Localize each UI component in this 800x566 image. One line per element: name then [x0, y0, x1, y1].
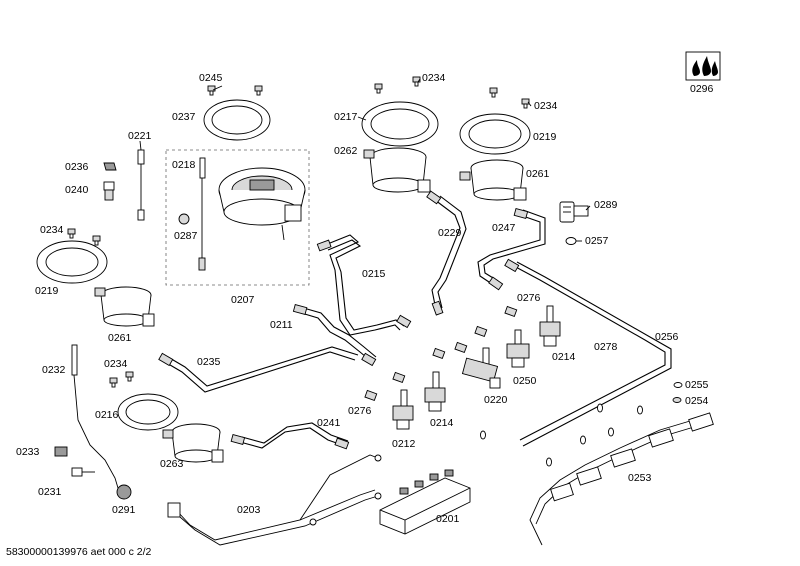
- label-0291: 0291: [112, 504, 136, 516]
- label-0229: 0229: [438, 227, 462, 239]
- screw-icon: [109, 377, 118, 388]
- label-0276: 0276: [348, 405, 372, 417]
- elbow-0289: [559, 201, 589, 223]
- gas-tap-0214-lower: [424, 371, 446, 412]
- label-0207: 0207: [231, 294, 255, 306]
- nut-0240: [103, 181, 115, 201]
- screw-icon: [521, 98, 530, 109]
- label-0232: 0232: [42, 364, 66, 376]
- flame-icon: [685, 51, 721, 81]
- screw-icon: [412, 76, 421, 87]
- pipe-0229: [431, 199, 461, 311]
- label-0234: 0234: [422, 72, 446, 84]
- label-0257: 0257: [585, 235, 609, 247]
- clip-0236: [103, 162, 117, 171]
- screw-icon: [67, 228, 76, 239]
- screw-icon: [125, 371, 134, 382]
- pipe-0235: [164, 351, 356, 393]
- gas-tap-0220: [461, 347, 501, 389]
- screw-icon: [92, 235, 101, 246]
- label-0233: 0233: [16, 446, 40, 458]
- label-0245: 0245: [199, 72, 223, 84]
- label-0236: 0236: [65, 161, 89, 173]
- label-0217: 0217: [334, 111, 358, 123]
- label-0215: 0215: [362, 268, 386, 280]
- label-0214: 0214: [430, 417, 454, 429]
- label-0240: 0240: [65, 184, 89, 196]
- gas-pipes: [164, 195, 672, 449]
- pipe-fittings: [158, 190, 529, 450]
- screw-icon: [489, 87, 498, 98]
- label-0218: 0218: [172, 159, 196, 171]
- label-0234: 0234: [104, 358, 128, 370]
- label-0237: 0237: [172, 111, 196, 123]
- part-labels: 0245 0234 0237 0217 0234 0234 0219 0221 …: [16, 72, 714, 525]
- label-0250: 0250: [513, 375, 537, 387]
- screws: [67, 76, 530, 388]
- gas-tap-0250: [506, 329, 530, 368]
- label-0234: 0234: [40, 224, 64, 236]
- label-0263: 0263: [160, 458, 184, 470]
- label-0221: 0221: [128, 130, 152, 142]
- label-0261: 0261: [526, 168, 550, 180]
- burner-0263: [162, 423, 224, 463]
- o-rings: [480, 382, 683, 467]
- wiring-0203: [167, 454, 382, 546]
- label-0247: 0247: [492, 222, 516, 234]
- label-0216: 0216: [95, 409, 119, 421]
- ignition-harness-0253: [529, 412, 714, 546]
- screw-icon: [254, 85, 263, 96]
- label-0255: 0255: [685, 379, 709, 391]
- burner-0262: [363, 147, 431, 193]
- gas-tap-0214-upper: [539, 305, 561, 347]
- pipe-0215: [324, 234, 401, 336]
- burner-0261-right: [459, 159, 527, 201]
- label-0253: 0253: [628, 472, 652, 484]
- label-0211: 0211: [270, 319, 293, 331]
- label-0234: 0234: [534, 100, 558, 112]
- screw-icon: [374, 83, 383, 94]
- label-0220: 0220: [484, 394, 508, 406]
- pipe-0256: [511, 264, 666, 441]
- label-0256: 0256: [655, 331, 679, 343]
- label-0278: 0278: [594, 341, 618, 353]
- thermocouple-0232: [71, 344, 132, 500]
- label-0201: 0201: [436, 513, 460, 525]
- label-0296: 0296: [690, 83, 714, 95]
- pipe-0211: [297, 311, 373, 363]
- gaskets: [36, 99, 577, 431]
- label-0219: 0219: [533, 131, 557, 143]
- label-0287: 0287: [174, 230, 198, 242]
- label-0203: 0203: [237, 504, 261, 516]
- spark-module-0201: [379, 469, 471, 535]
- label-0262: 0262: [334, 145, 358, 157]
- pipe-0247: [477, 214, 541, 287]
- wok-burner-group-0207: [165, 149, 310, 286]
- screw-icon: [207, 85, 216, 96]
- injectors: [364, 305, 518, 402]
- electrode-0221: [137, 149, 145, 221]
- label-0219: 0219: [35, 285, 59, 297]
- label-0289: 0289: [594, 199, 618, 211]
- label-0214: 0214: [552, 351, 576, 363]
- washer-0257: [565, 237, 577, 245]
- label-0231: 0231: [38, 486, 62, 498]
- pipe-0241: [239, 427, 346, 449]
- label-0241: 0241: [317, 417, 341, 429]
- label-0276: 0276: [517, 292, 541, 304]
- label-0254: 0254: [685, 395, 709, 407]
- sensor-0231: [71, 467, 95, 477]
- label-0235: 0235: [197, 356, 221, 368]
- document-code: 58300000139976 aet 000 c 2/2: [6, 546, 152, 558]
- clip-0233: [54, 446, 68, 457]
- label-0212: 0212: [392, 438, 416, 450]
- label-0261: 0261: [108, 332, 132, 344]
- leader-lines: [139, 78, 591, 242]
- burner-0261-left: [94, 286, 155, 327]
- gas-tap-0212: [392, 389, 414, 430]
